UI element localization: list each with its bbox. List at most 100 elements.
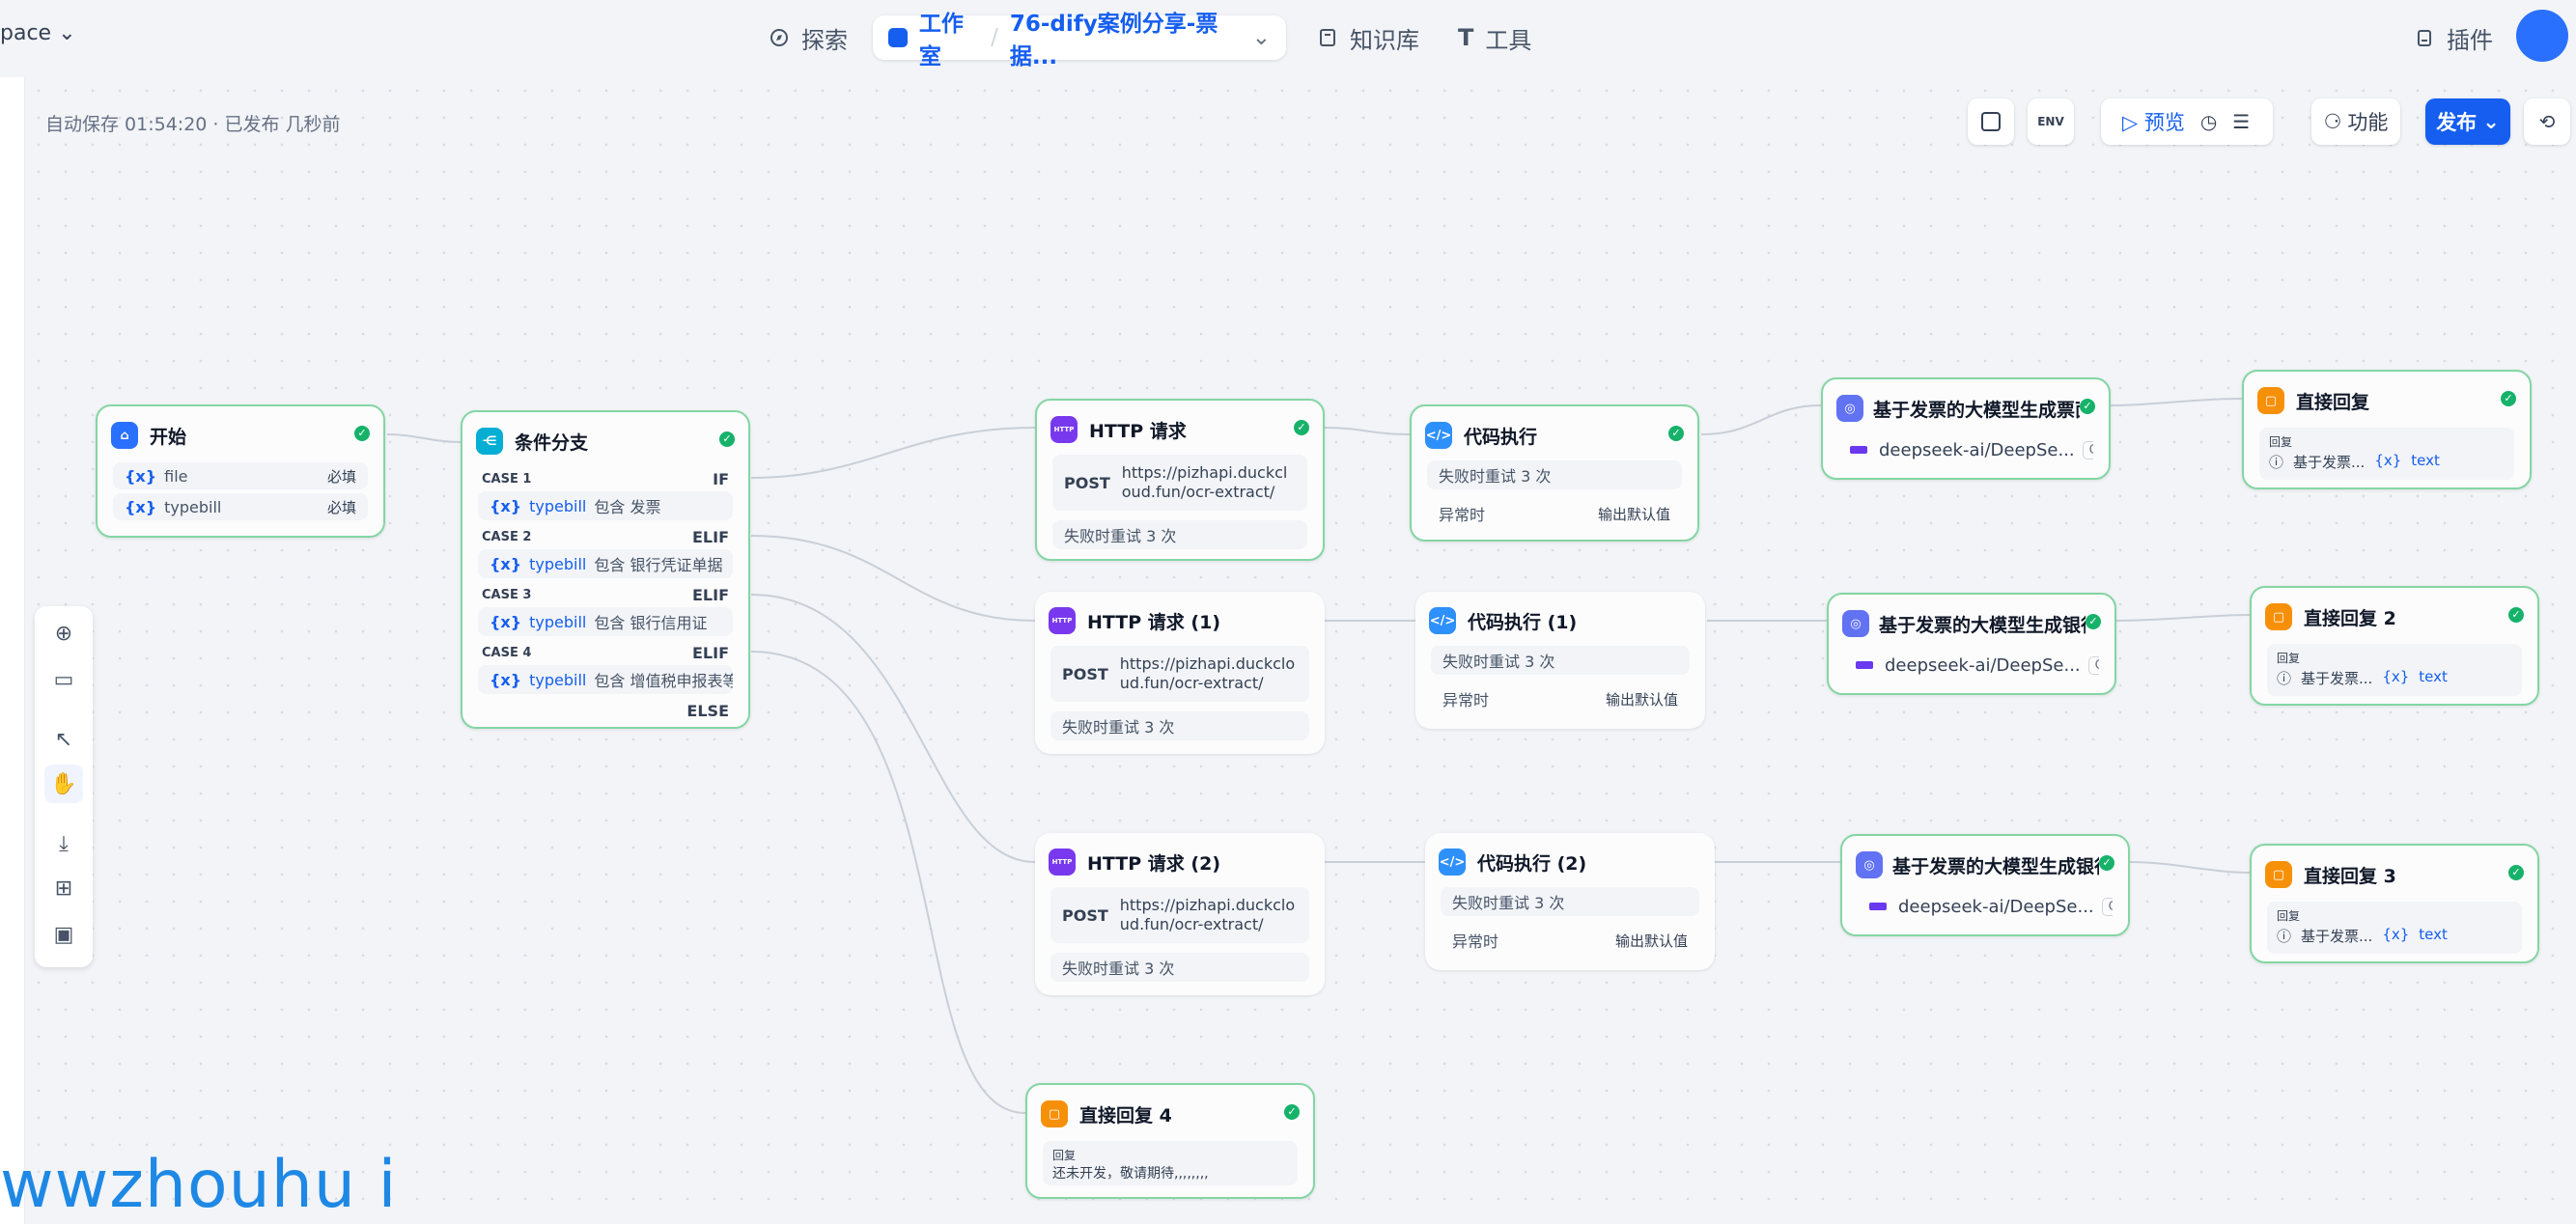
reply-label: 回复 (2277, 909, 2301, 923)
version-history-button[interactable]: ⟲ (2524, 98, 2570, 145)
app-name[interactable]: 76-dify案例分享-票据... (1009, 12, 1218, 70)
error-row: 异常时输出默认值 (1431, 684, 1690, 713)
reply-source: 基于发票... (2301, 670, 2373, 687)
nav-plugins[interactable]: 插件 (2414, 15, 2493, 60)
canvas-tools: ⊕ ▭ ↖ ✋ ⤓ ⊞ ▣ (35, 606, 93, 967)
condition-op: 包含 (594, 672, 626, 690)
case-keyword: IF (713, 470, 729, 488)
nav-studio-breadcrumb[interactable]: 工作室 / 76-dify案例分享-票据... ⌄ (873, 12, 1286, 70)
env-button[interactable]: ENV (2028, 98, 2074, 145)
workspace-switcher[interactable]: pace ⌄ (0, 21, 76, 45)
avatar[interactable] (2516, 10, 2568, 62)
variable-icon: {x} (490, 612, 522, 631)
tool-icon: T (1458, 24, 1474, 51)
error-label: 异常时 (1439, 506, 1486, 524)
chevron-down-icon: ⌄ (58, 21, 76, 45)
reply-content: 回复还未开发，敬请期待,,,,,,,, (1043, 1141, 1298, 1185)
run-history-icon[interactable]: ◷ (2199, 110, 2218, 133)
chevron-down-icon: ⌄ (1251, 25, 1271, 50)
retry-label: 失败时重试 3 次 (1062, 718, 1175, 737)
condition-var: typebill (529, 670, 587, 689)
preview-button[interactable]: ▷ 预览 (2122, 111, 2185, 134)
node-title: HTTP 请求 (2) (1087, 852, 1221, 875)
node-header: HTTP HTTP 请求 (2) (1049, 847, 1311, 877)
node-title: 代码执行 (1) (1468, 611, 1578, 633)
log-list-icon[interactable]: ☰ (2232, 110, 2251, 133)
http-icon: HTTP (1049, 848, 1076, 876)
case-label: CASE 4 (482, 646, 532, 660)
retry-label: 失败时重试 3 次 (1452, 894, 1565, 912)
reply-var: text (2411, 452, 2440, 469)
autosave-status: 自动保存 01:54:20 · 已发布 几秒前 (45, 114, 341, 135)
checklist-button[interactable] (1968, 98, 2014, 145)
node-llm[interactable]: ◎基于发票的大模型生成银行凭 ✓ deepseek-ai/DeepSe...CH… (1827, 593, 2116, 695)
var-required: 必填 (326, 498, 356, 516)
http-method: POST (1062, 905, 1108, 925)
error-value: 输出默认值 (1614, 932, 1688, 950)
export-image-button[interactable]: ⤓ (44, 824, 83, 863)
minimap-button[interactable]: ▣ (44, 915, 83, 954)
watermark-text: wwzhouhu i (0, 1147, 398, 1223)
edge (1700, 404, 1822, 435)
nav-studio-label[interactable]: 工作室 (918, 12, 964, 70)
node-llm[interactable]: ◎基于发票的大模型生成票面信 ✓ deepseek-ai/DeepSe...CH… (1821, 377, 2111, 480)
node-header: </>代码执行 (1425, 420, 1684, 451)
organize-layout-button[interactable]: ⊞ (44, 869, 83, 907)
var-name: file (164, 466, 188, 486)
variable-icon: {x} (490, 670, 522, 689)
nav-knowledge-label: 知识库 (1350, 26, 1419, 54)
reply-icon: ▢ (2257, 387, 2284, 414)
node-title: 基于发票的大模型生成银行信 (1892, 855, 2099, 877)
plugin-icon (2418, 30, 2431, 46)
check-icon: ✓ (1284, 1104, 1300, 1120)
node-title: 直接回复 2 (2304, 607, 2396, 629)
node-http-request[interactable]: HTTP HTTP 请求 (2) POST https://pizhapi.duck… (1035, 833, 1325, 995)
node-llm[interactable]: ◎基于发票的大模型生成银行信 ✓ deepseek-ai/DeepSe...CH… (1840, 834, 2130, 936)
node-code[interactable]: </>代码执行 (1) 失败时重试 3 次 异常时输出默认值 (1415, 592, 1705, 729)
hand-mode-button[interactable]: ✋ (44, 765, 83, 803)
node-code[interactable]: </>代码执行 (2) 失败时重试 3 次 异常时输出默认值 (1425, 833, 1715, 970)
publish-button[interactable]: 发布⌄ (2425, 98, 2510, 145)
node-code[interactable]: </>代码执行 ✓ 失败时重试 3 次 异常时输出默认值 (1410, 404, 1699, 542)
env-label: ENV (2037, 115, 2064, 128)
deepseek-logo-icon (1856, 661, 1873, 669)
features-button[interactable]: ⚆功能 (2311, 98, 2400, 145)
preview-label: 预览 (2143, 111, 2185, 134)
nav-tools[interactable]: T 工具 (1458, 15, 1531, 60)
model-mode-badge: CHAT (2101, 897, 2113, 916)
node-answer[interactable]: ▢直接回复 4 ✓ 回复还未开发，敬请期待,,,,,,,, (1025, 1083, 1315, 1199)
hand-icon: ✋ (50, 771, 77, 796)
error-row: 异常时输出默认值 (1441, 926, 1699, 955)
http-icon: HTTP (1049, 607, 1076, 634)
nav-explore[interactable]: 探索 (769, 15, 848, 60)
reply-var: text (2419, 926, 2448, 943)
llm-icon: ◎ (1856, 851, 1883, 878)
add-node-button[interactable]: ⊕ (44, 614, 83, 653)
edge (750, 535, 1036, 622)
node-header: </>代码执行 (1) (1429, 605, 1692, 636)
node-header: ▢直接回复 3 (2265, 859, 2524, 890)
model-selector: deepseek-ai/DeepSe...CHAT (1858, 888, 2113, 925)
edge (750, 651, 1026, 1114)
http-url: https://pizhapi.duckcloud.fun/ocr-extrac… (1119, 896, 1296, 933)
add-note-button[interactable]: ▭ (44, 660, 83, 699)
breadcrumb-separator: / (991, 25, 998, 50)
llm-small-icon: ⓘ (2269, 454, 2284, 471)
var-required: 必填 (326, 467, 356, 486)
pointer-mode-button[interactable]: ↖ (44, 720, 83, 759)
case-keyword: ELIF (691, 644, 729, 662)
branch-icon: ⋲ (476, 428, 503, 455)
nav-knowledge[interactable]: 知识库 (1317, 15, 1419, 60)
case-keyword: ELIF (691, 586, 729, 604)
